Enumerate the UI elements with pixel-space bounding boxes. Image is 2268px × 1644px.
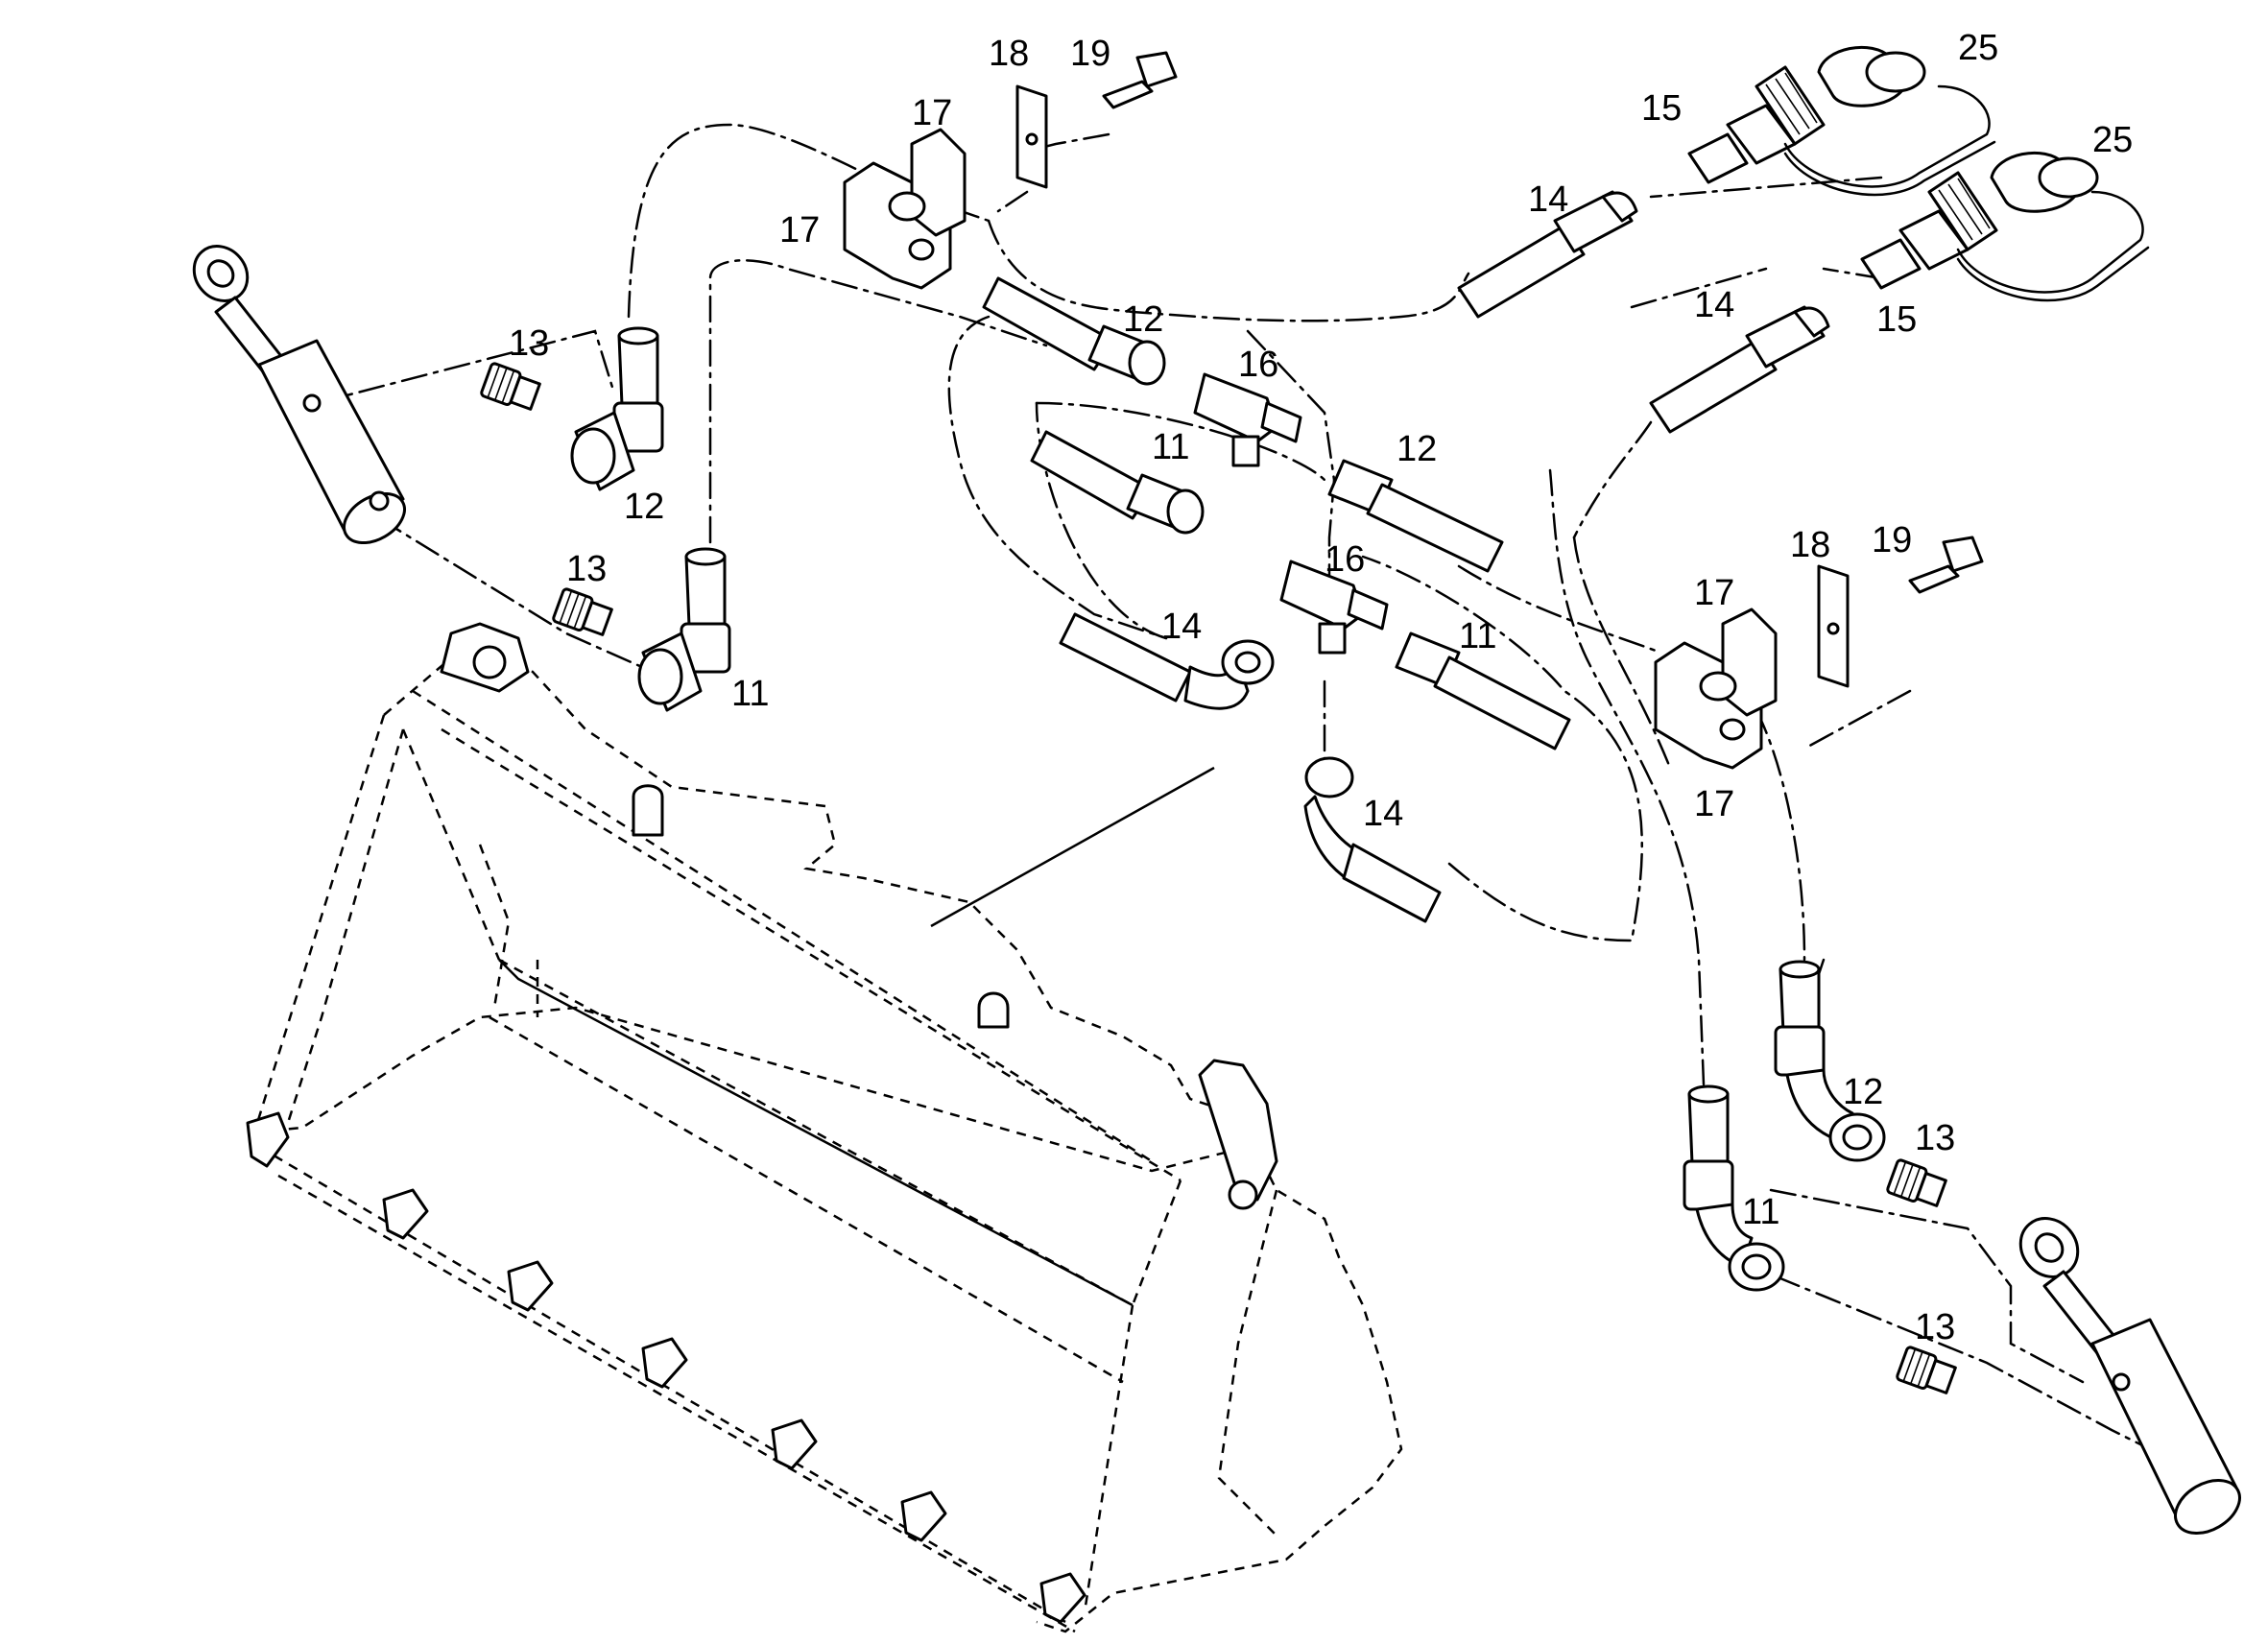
callout-13-right-top: 13 [1915, 1118, 1955, 1158]
callout-25-a: 25 [1958, 28, 1998, 68]
callout-14-center: 14 [1161, 607, 1202, 647]
callout-12-center-right: 12 [1397, 429, 1437, 469]
callout-11-center: 11 [1152, 427, 1189, 467]
callout-14-b: 14 [1694, 285, 1734, 325]
callout-25-b: 25 [2092, 120, 2133, 160]
callout-11-left: 11 [731, 674, 769, 714]
callout-14-bottom: 14 [1363, 794, 1403, 834]
callout-14-a: 14 [1528, 179, 1568, 220]
callout-11-center-right: 11 [1459, 616, 1496, 656]
tee-fittings-16 [1193, 372, 1389, 655]
callout-17-top-b: 17 [779, 210, 820, 250]
part-callouts: 18 19 17 17 25 15 25 14 14 15 13 12 12 1… [509, 28, 2133, 1347]
callout-13-right-bottom: 13 [1915, 1307, 1955, 1347]
callout-18-right: 18 [1790, 525, 1830, 565]
callout-13-left-bottom: 13 [566, 549, 607, 589]
adapter-fittings-13 [480, 362, 1957, 1394]
hydraulic-cylinder-right [2018, 1217, 2241, 1535]
bucket-teeth [246, 1111, 1086, 1624]
clamp-assembly-right [1654, 536, 1984, 770]
callout-12-left: 12 [624, 487, 664, 527]
quick-couplers-top [1457, 45, 1996, 319]
callout-15-b: 15 [1876, 299, 1917, 340]
straight-hoses-center [982, 276, 1571, 923]
callout-12-center-top: 12 [1123, 299, 1163, 340]
callout-12-right: 12 [1843, 1072, 1883, 1112]
hydraulic-cylinder-left [192, 245, 406, 545]
callout-16-bottom: 16 [1325, 539, 1365, 580]
callout-19-top: 19 [1070, 34, 1110, 74]
callout-16-top: 16 [1238, 345, 1278, 385]
callout-13-left-top: 13 [509, 323, 549, 364]
loader-bucket [246, 622, 1403, 1633]
elbow-hose-ends [570, 326, 1886, 1292]
callout-11-right: 11 [1742, 1192, 1779, 1232]
callout-17-right-top: 17 [1694, 573, 1734, 613]
clamp-assembly-top [843, 51, 1178, 290]
callout-18-top: 18 [989, 34, 1029, 74]
callout-19-right: 19 [1872, 520, 1912, 560]
callout-15-a: 15 [1641, 88, 1682, 129]
callout-17-top-a: 17 [912, 93, 952, 133]
callout-17-right-bottom: 17 [1694, 784, 1734, 824]
quick-couplers-right [1649, 151, 2150, 434]
